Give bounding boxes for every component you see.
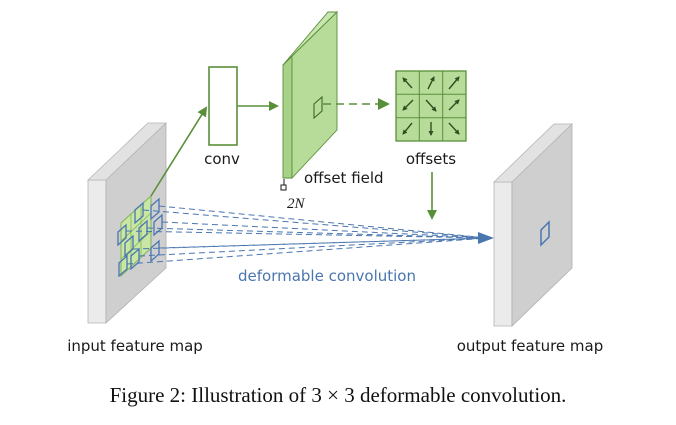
sample-cell — [117, 223, 127, 247]
input-map-side — [87, 179, 107, 324]
output-map-top — [493, 123, 573, 183]
dashed-line — [161, 221, 489, 239]
sample-cell — [118, 254, 128, 278]
dashed-line — [146, 227, 489, 239]
deformable-convolution-lines — [125, 205, 489, 265]
output-map-face — [511, 123, 573, 327]
input-map-top — [86, 122, 168, 181]
arrow-down-right-icon — [448, 122, 460, 135]
arrow-down-left-icon — [402, 99, 414, 111]
arrow-down-left-icon — [402, 122, 413, 135]
dashed-line — [158, 205, 489, 239]
conv-box — [208, 66, 238, 146]
dashed-line — [126, 237, 489, 265]
offset-field-side — [282, 54, 293, 179]
dashed-line — [158, 237, 489, 249]
conv-label: conv — [204, 150, 240, 168]
output-feature-map-label: output feature map — [457, 337, 604, 355]
depth-marker — [280, 184, 287, 191]
output-cell — [540, 220, 550, 247]
offsets-grid — [395, 70, 467, 142]
offset-field-to-offsets-arrowhead — [378, 98, 390, 110]
arrow-up-right-icon — [448, 76, 460, 90]
offset-field — [282, 10, 339, 180]
arrow-up-left-icon — [402, 77, 413, 89]
sample-cell — [150, 239, 160, 263]
arrow-up-right-icon — [448, 99, 460, 111]
input-feature-map-label: input feature map — [67, 337, 203, 355]
deformed-sampling-cells — [117, 197, 163, 278]
dashed-line — [142, 209, 489, 239]
deformable-convolution-arrowhead — [478, 232, 494, 244]
sample-cell — [150, 197, 160, 221]
dashed-line — [138, 237, 489, 257]
dashed-line — [132, 237, 489, 250]
input-feature-map — [86, 122, 168, 324]
sample-cell — [130, 247, 140, 271]
sample-cell — [134, 201, 144, 225]
deformable-convolution-label: deformable convolution — [238, 267, 416, 285]
sample-cell — [138, 219, 148, 243]
offset-field-top — [282, 11, 339, 66]
dashed-line — [125, 230, 489, 239]
input-to-conv-arrow — [150, 106, 208, 197]
two-n-label: 2N — [287, 196, 306, 212]
output-feature-map — [493, 123, 573, 327]
offset-field-face — [291, 10, 338, 180]
offset-field-label: offset field — [304, 169, 384, 187]
figure-caption: Figure 2: Illustration of 3 × 3 deformab… — [109, 383, 567, 407]
output-map-side — [493, 181, 513, 327]
arrow-down-right-icon — [425, 99, 437, 112]
arrow-up-right-icon — [427, 76, 435, 90]
offset-field-window — [313, 95, 323, 120]
offsets-label: offsets — [406, 150, 456, 168]
